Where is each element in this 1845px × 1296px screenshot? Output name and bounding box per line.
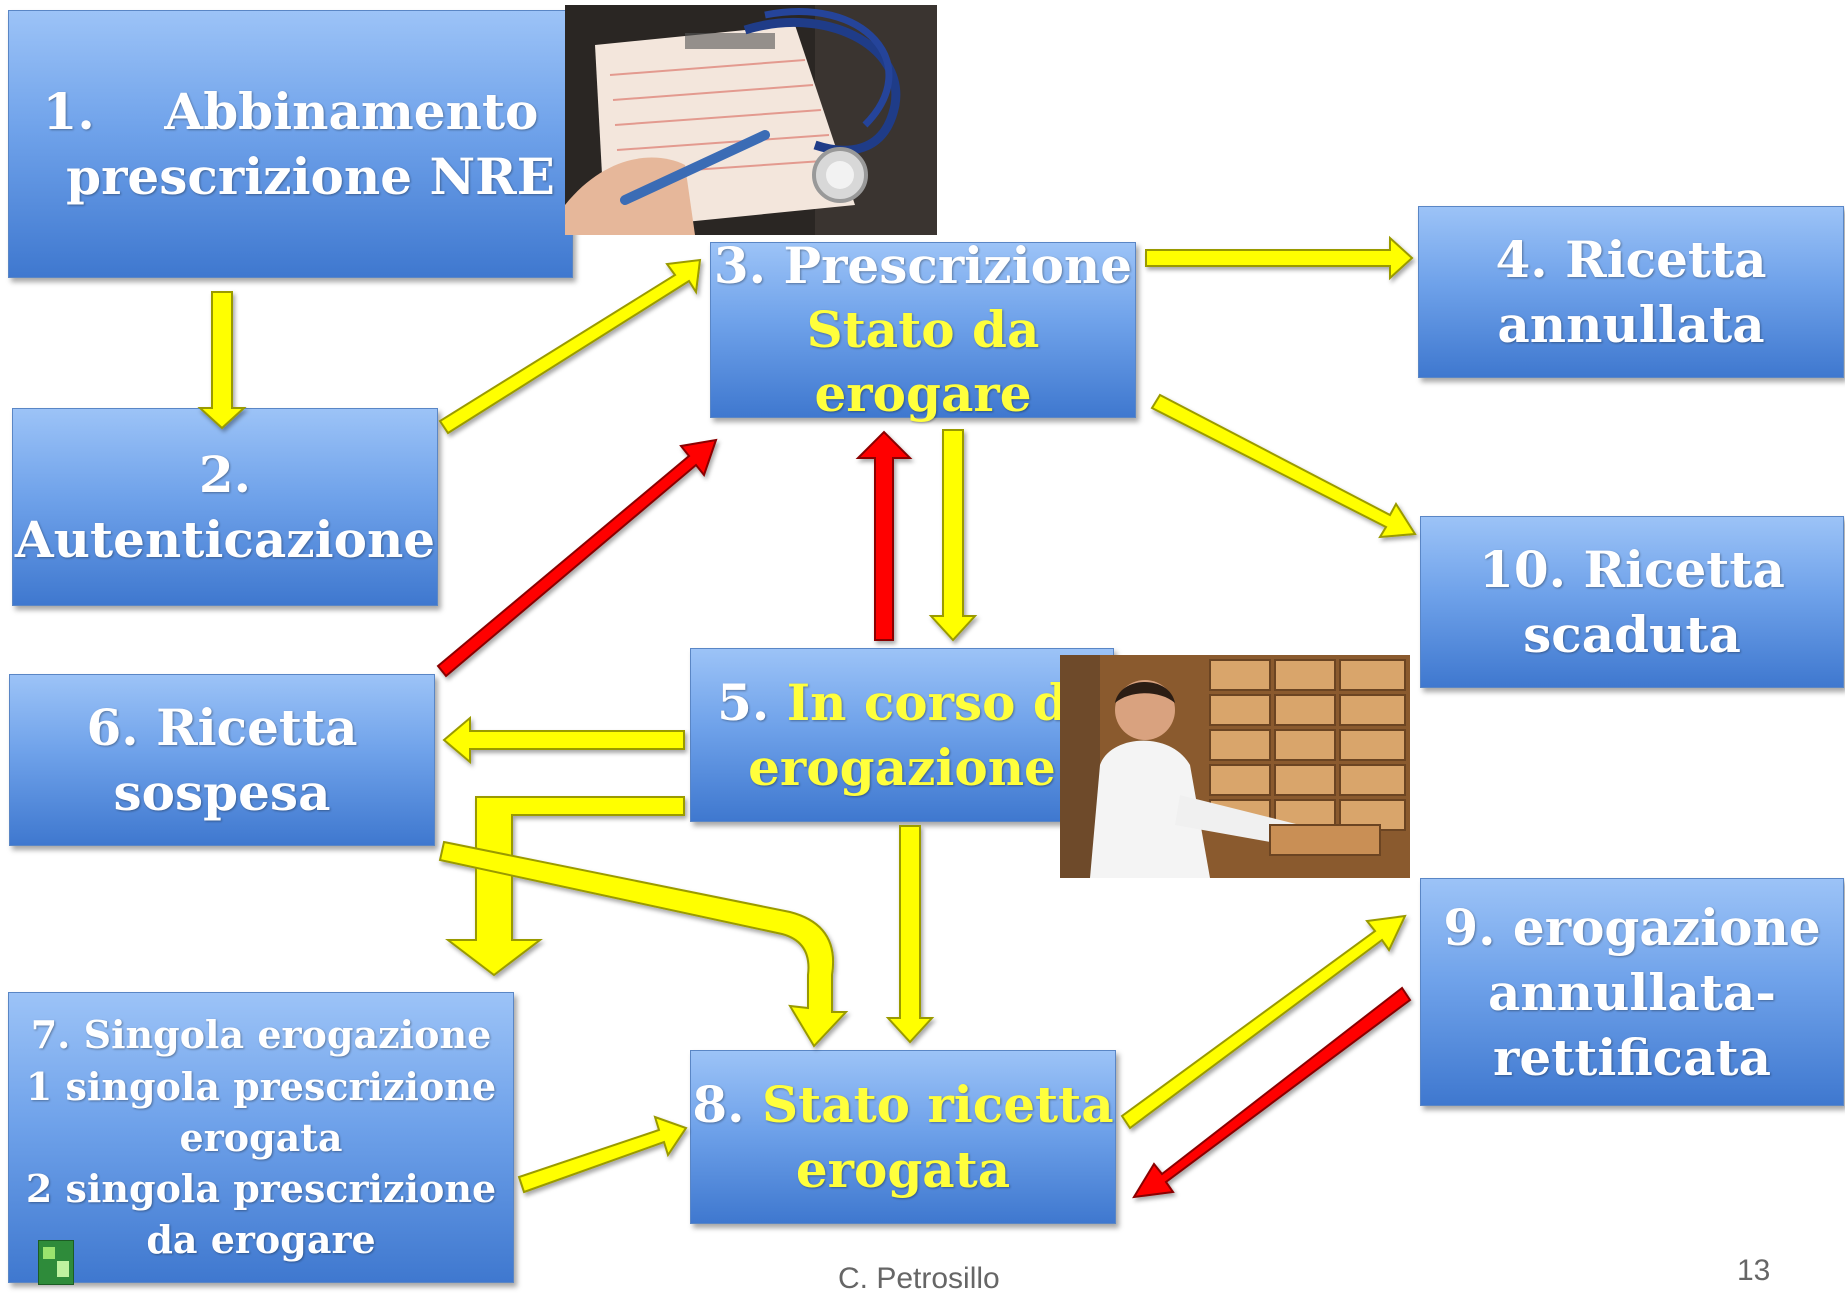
step-8-line1: 8. Stato ricetta [692,1072,1113,1137]
arrow-3-to-4 [1145,235,1414,281]
step-3-line2: Stato da [806,300,1040,359]
step-2-line2: Autenticazione [14,510,436,569]
arrow-6-to-8 [438,840,849,1048]
step-1-box: 1. Abbinamento prescrizione NRE [8,10,573,278]
step-10-line1: 10. Ricetta [1479,540,1785,599]
arrow-5-to-3 [855,430,913,641]
arrow-6-to-3 [436,438,718,678]
step-8-prefix: 8. [692,1075,762,1134]
pharmacist-photo [1060,655,1410,878]
arrow-2-to-3 [438,258,702,435]
step-3-line1: 3. Prescrizione [713,236,1133,295]
step-5-line2: erogazione [748,738,1056,797]
arrow-7-to-8 [517,1115,688,1194]
step-10-line2: scaduta [1523,605,1741,664]
step-7-box: 7. Singola erogazione 1 singola prescriz… [8,992,514,1283]
step-7-line4: 2 singola prescrizione [25,1166,497,1212]
prescription-stethoscope-photo [565,5,937,235]
step-7-line5: da erogare [146,1217,376,1263]
arrow-5-to-6 [442,715,685,765]
arrow-3-to-5 [928,429,978,642]
step-9-line3: rettificata [1492,1027,1772,1087]
step-5-prefix: 5. [717,673,787,732]
arrow-5-to-8 [885,825,935,1044]
step-6-line2: sospesa [113,763,331,822]
step-4-box: 4. Ricetta annullata [1418,206,1844,378]
step-5-line1: 5. In corso di [717,670,1087,735]
step-3-box: 3. Prescrizione Stato da erogare [710,236,1136,423]
arrow-9-to-8 [1132,986,1412,1199]
step-6-line1: 6. Ricetta [86,698,358,757]
step-3-line3: erogare [814,364,1032,423]
step-8-box: 8. Stato ricetta erogata [690,1050,1116,1224]
step-1-line1: 1. Abbinamento [42,82,539,141]
arrow-8-to-9 [1120,914,1407,1130]
footer-author: C. Petrosillo [838,1262,1000,1295]
corner-logo [38,1240,74,1285]
arrow-1-to-2 [197,291,247,430]
step-4-line1: 4. Ricetta [1495,230,1767,289]
step-2-line1: 2. [198,445,252,504]
step-8-line2: erogata [795,1140,1011,1199]
step-8-highlight: Stato ricetta [761,1075,1114,1134]
step-2-box: 2. Autenticazione [12,408,438,606]
arrow-3-to-10 [1150,393,1417,539]
step-4-line2: annullata [1497,295,1765,354]
step-9-box: 9. erogazione annullata- rettificata [1420,878,1844,1106]
step-7-line3: erogata [179,1114,343,1160]
step-6-box: 6. Ricetta sospesa [9,674,435,846]
step-7-line2: 1 singola prescrizione [25,1063,497,1109]
step-9-line1: 9. erogazione [1443,897,1821,957]
step-7-line1: 7. Singola erogazione [30,1012,492,1058]
step-5-highlight: In corso di [786,673,1087,732]
footer-page-number: 13 [1737,1254,1771,1287]
step-5-box: 5. In corso di erogazione [690,648,1114,822]
step-10-box: 10. Ricetta scaduta [1420,516,1844,688]
step-1-line2: prescrizione NRE [66,147,555,206]
step-9-line2: annullata- [1487,962,1777,1022]
